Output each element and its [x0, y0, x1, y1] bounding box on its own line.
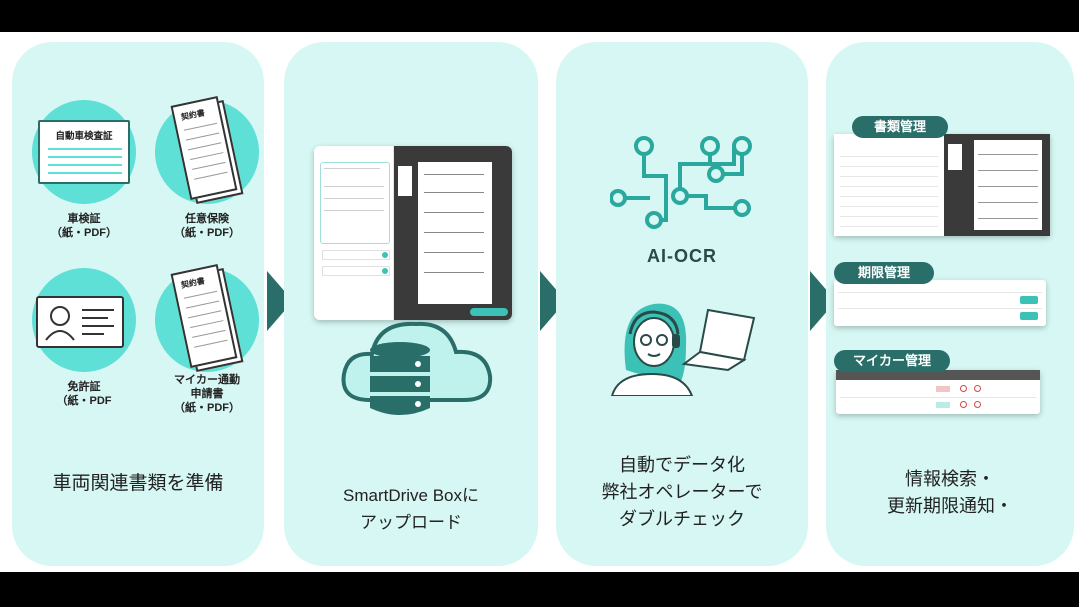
panel4-caption: 情報検索・ 更新期限通知・	[887, 469, 1013, 516]
application-title: 契約書	[180, 276, 206, 290]
panel-ai-ocr	[556, 42, 808, 566]
inspection-doc-label: 車検証 （紙・PDF）	[51, 213, 117, 239]
panel2-caption: SmartDrive Boxに アップロード	[342, 486, 480, 532]
document-preview-pane	[394, 146, 512, 320]
upload-file-list	[314, 146, 394, 320]
mycar-management-screen	[836, 370, 1040, 414]
deadline-management-badge: 期限管理	[834, 262, 934, 284]
contract-title: 契約書	[180, 108, 206, 122]
license-doc-label: 免許証 （紙・PDF	[56, 381, 112, 407]
commute-doc-label: マイカー通勤 申請書 （紙・PDF）	[174, 374, 240, 414]
document-management-screen	[834, 134, 1050, 236]
document-management-badge: 書類管理	[852, 116, 948, 138]
inspection-certificate-title: 自動車検査証	[55, 131, 113, 142]
insurance-doc-label: 任意保険 （紙・PDF）	[174, 213, 240, 239]
panel3-caption: 自動でデータ化 弊社オペレーターで ダブルチェック	[601, 455, 763, 529]
operator-illustration	[610, 303, 756, 396]
driver-license-icon	[36, 296, 124, 348]
cloud-database-icon	[341, 321, 493, 415]
inspection-certificate-icon: 自動車検査証	[38, 120, 130, 184]
smartdrive-box-screen	[314, 146, 512, 320]
circuit-icon	[610, 136, 752, 229]
ai-ocr-logo-text: AI-OCR	[647, 246, 717, 266]
mycar-management-badge: マイカー管理	[834, 350, 950, 372]
deadline-management-screen	[834, 280, 1046, 326]
panel1-caption: 車両関連書類を準備	[52, 473, 224, 494]
